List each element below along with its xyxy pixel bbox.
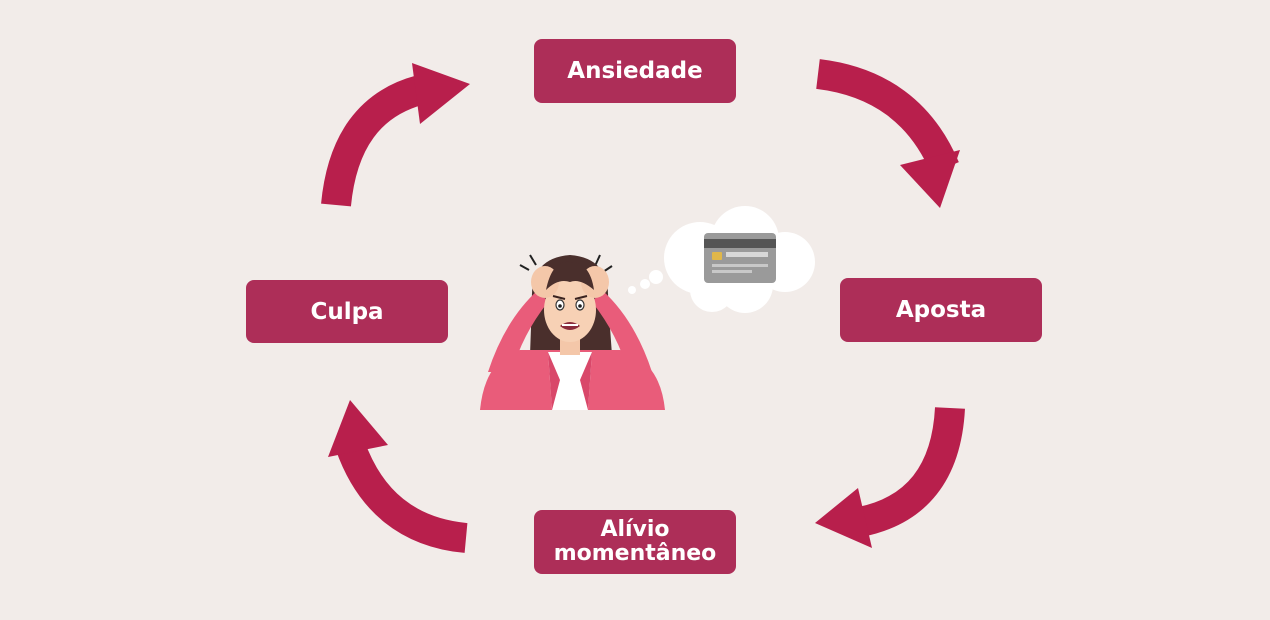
stage-alivio-label-line-2: momentâneo (553, 541, 717, 566)
arrow-culpa-to-ansiedade (321, 63, 470, 207)
arrow-aposta-to-alivio (815, 406, 965, 548)
stage-culpa: Culpa (246, 280, 448, 343)
stressed-woman-illustration (480, 254, 665, 410)
stage-aposta: Aposta (840, 278, 1042, 342)
credit-card-icon (704, 233, 776, 283)
stage-alivio-label-line-1: Alívio (600, 517, 670, 542)
arrow-ansiedade-to-aposta (815, 59, 960, 208)
arrow-alivio-to-culpa (328, 400, 468, 553)
stage-ansiedade-label: Ansiedade (567, 58, 703, 84)
stage-aposta-label: Aposta (895, 297, 987, 323)
stage-ansiedade: Ansiedade (534, 39, 736, 103)
stage-alivio-label: Alívio momentâneo (554, 518, 717, 566)
stage-culpa-label: Culpa (310, 298, 384, 325)
stage-alivio-momentaneo: Alívio momentâneo (534, 510, 736, 574)
